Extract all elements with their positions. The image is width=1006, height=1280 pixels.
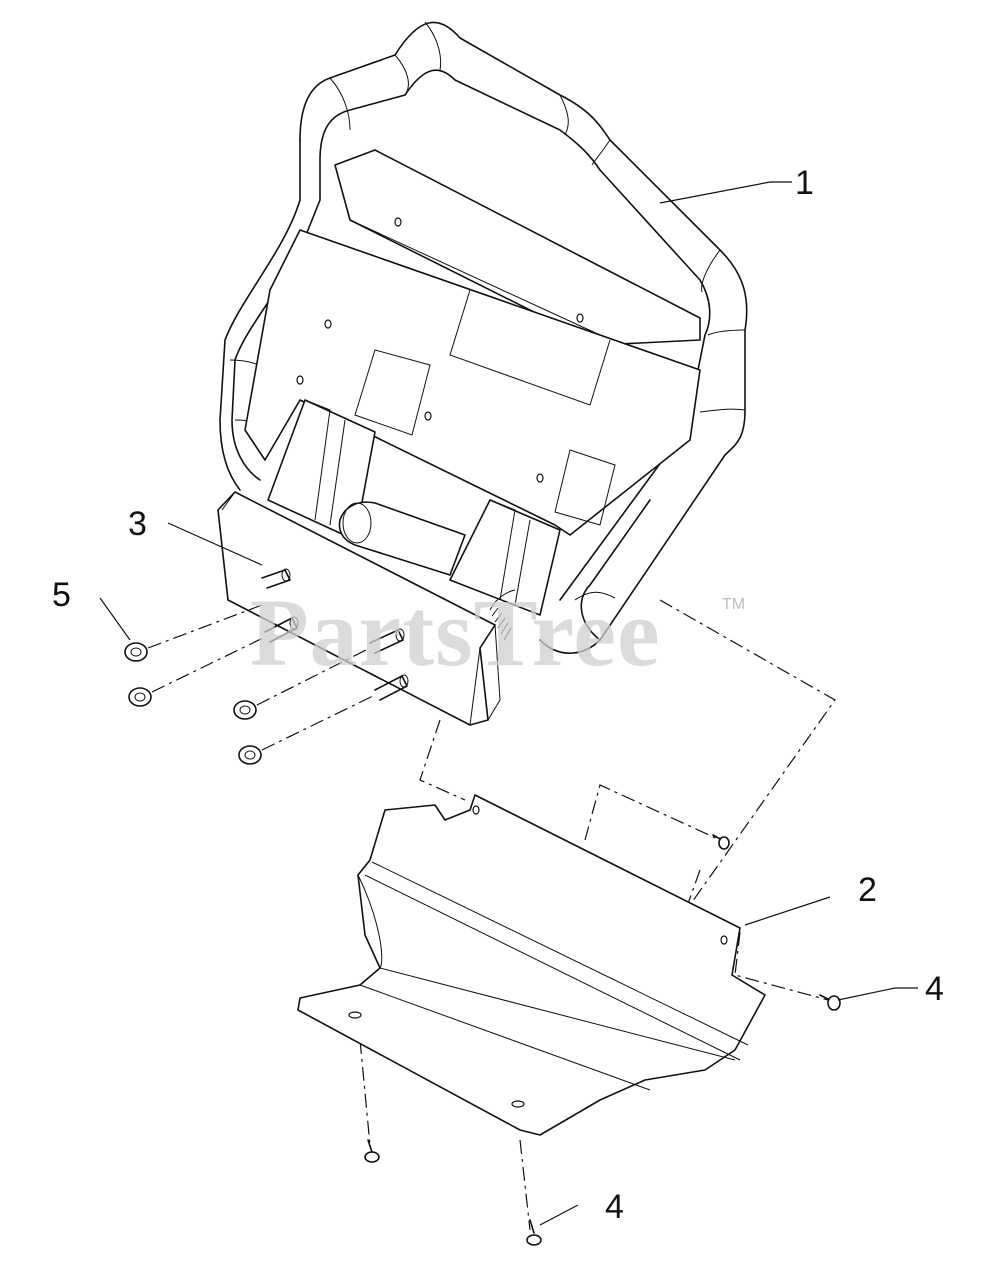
screw-1-icon (712, 834, 730, 850)
mount-plate (244, 229, 701, 536)
stud-3-icon (369, 628, 405, 654)
upper-cross-plate (334, 149, 701, 346)
hinge-assembly (267, 399, 561, 641)
flange-nuts (124, 642, 262, 765)
screw-3-icon (364, 1139, 380, 1163)
callout-4-right: 4 (925, 970, 944, 1008)
screws (364, 834, 841, 1246)
flange-nut-4-icon (238, 745, 262, 765)
watermark-text: PartsTree (250, 579, 661, 686)
callout-5: 5 (52, 576, 71, 614)
flange-nut-3-icon (233, 700, 257, 720)
callout-2: 2 (858, 871, 877, 909)
leader-lines (99, 181, 918, 1226)
front-mount-plate (217, 491, 501, 726)
stud-2-icon (264, 616, 299, 643)
lower-shield-plate (297, 794, 766, 1136)
callout-3: 3 (128, 505, 147, 543)
watermark-tm: TM (722, 596, 746, 613)
screw-4-icon (526, 1219, 542, 1246)
callout-1: 1 (795, 164, 814, 202)
callout-4-bottom: 4 (605, 1188, 624, 1226)
stud-1-icon (261, 568, 291, 589)
flange-nut-1-icon (124, 642, 148, 662)
screw-2-icon (819, 994, 841, 1011)
flange-nut-2-icon (128, 687, 152, 707)
mounting-studs (261, 568, 409, 701)
stud-4-icon (374, 674, 409, 701)
